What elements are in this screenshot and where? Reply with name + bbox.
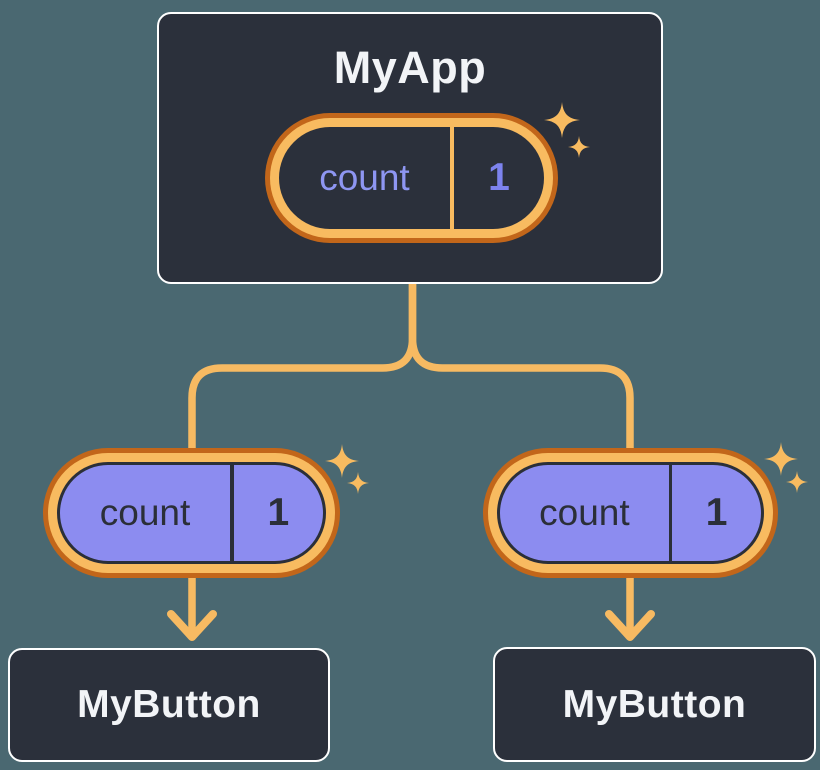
component-title: MyButton: [77, 683, 261, 726]
arrow-down-icon: [605, 610, 655, 641]
prop-pill-core: count 1: [497, 462, 764, 564]
prop-name: count: [539, 492, 630, 533]
component-title: MyButton: [562, 682, 747, 726]
prop-pill-ring: count 1: [48, 453, 335, 573]
pill-divider: [449, 127, 454, 229]
arrow-down-icon: [167, 610, 217, 641]
prop-name: count: [99, 492, 191, 533]
component-node-mybutton-left: MyButton: [8, 648, 330, 762]
state-pill-root: count 1: [265, 113, 558, 243]
prop-pill-left: count 1: [43, 448, 340, 578]
pill-divider: [668, 465, 673, 561]
prop-value: 1: [267, 491, 290, 534]
prop-pill-right: count 1: [483, 448, 778, 578]
state-pill-core: count 1: [279, 127, 544, 229]
prop-value: 1: [705, 491, 728, 534]
component-node-mybutton-right: MyButton: [493, 647, 816, 762]
prop-pill-ring: count 1: [488, 453, 773, 573]
state-name: count: [319, 157, 410, 198]
state-value: 1: [488, 156, 510, 199]
prop-pill-core: count 1: [57, 462, 326, 564]
state-pill-ring: count 1: [270, 118, 553, 238]
component-title: MyApp: [333, 42, 487, 93]
